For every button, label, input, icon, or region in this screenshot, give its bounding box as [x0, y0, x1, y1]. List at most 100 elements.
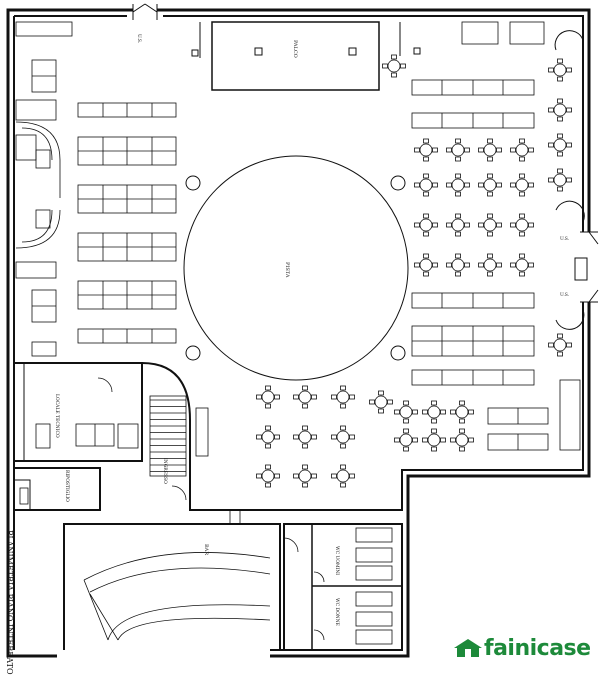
chair [455, 173, 461, 179]
chair [487, 213, 493, 219]
chair [403, 428, 409, 434]
chair [340, 403, 346, 409]
chair [487, 138, 493, 144]
chair [265, 425, 271, 431]
chair [519, 271, 525, 277]
chair [331, 394, 337, 400]
chair [478, 147, 484, 153]
round-table [553, 63, 567, 77]
chair [274, 434, 280, 440]
exit-markers [132, 3, 599, 330]
chair [487, 271, 493, 277]
left-booths [15, 21, 73, 357]
round-table [553, 103, 567, 117]
stage [191, 21, 421, 91]
right-table-grid [411, 21, 581, 451]
round-table [483, 258, 497, 272]
ripostiglio-label: RIPOSTIGLIO [64, 470, 70, 502]
chair [487, 173, 493, 179]
chair [349, 473, 355, 479]
chair [340, 464, 346, 470]
chair [487, 231, 493, 237]
round-table [336, 390, 350, 404]
chair [302, 464, 308, 470]
chair [450, 437, 456, 443]
chair [528, 262, 534, 268]
column [390, 345, 406, 361]
chair [274, 473, 280, 479]
chair [510, 262, 516, 268]
chair [423, 253, 429, 259]
chair [432, 262, 438, 268]
chair [423, 231, 429, 237]
chair [423, 173, 429, 179]
column [185, 175, 201, 191]
chair [431, 446, 437, 452]
round-table [336, 469, 350, 483]
chair [548, 67, 554, 73]
dance-floor-label: PISTA [284, 262, 290, 278]
chair [459, 418, 465, 424]
round-table [336, 430, 350, 444]
chair [455, 156, 461, 162]
chair [478, 182, 484, 188]
chair [274, 394, 280, 400]
chair [446, 262, 452, 268]
wc-donne-label: WC DONNE [334, 598, 340, 626]
chair [340, 443, 346, 449]
chair [519, 231, 525, 237]
chair [478, 222, 484, 228]
chair [265, 443, 271, 449]
bar-counter [83, 509, 299, 641]
stage-label: PALCO [292, 40, 298, 58]
chair [422, 409, 428, 415]
chair [431, 428, 437, 434]
chair [265, 385, 271, 391]
round-table [298, 469, 312, 483]
chair [557, 333, 563, 339]
chair [455, 253, 461, 259]
round-table [451, 218, 465, 232]
round-table [553, 173, 567, 187]
chair [496, 262, 502, 268]
inner-walls [13, 15, 584, 651]
chair [459, 446, 465, 452]
left-table-grid [77, 102, 177, 344]
chair [519, 213, 525, 219]
column [185, 345, 201, 361]
chair [340, 425, 346, 431]
chair [423, 271, 429, 277]
round-table [515, 143, 529, 157]
chair [265, 482, 271, 488]
chair [519, 191, 525, 197]
chair [293, 394, 299, 400]
chair [302, 385, 308, 391]
brand-logo: fainicase [452, 636, 591, 661]
chair [302, 443, 308, 449]
round-table [419, 178, 433, 192]
chair [464, 262, 470, 268]
round-table [261, 390, 275, 404]
chair [414, 182, 420, 188]
chair [446, 182, 452, 188]
chair [557, 151, 563, 157]
chair [519, 253, 525, 259]
exit-label-right-2: U.S. [560, 292, 570, 298]
round-table [399, 405, 413, 419]
chair [528, 222, 534, 228]
chair [431, 400, 437, 406]
chair [403, 400, 409, 406]
chair [468, 437, 474, 443]
chair [455, 271, 461, 277]
round-table [387, 59, 401, 73]
chair [450, 409, 456, 415]
round-table [451, 143, 465, 157]
chair [464, 222, 470, 228]
round-table [483, 143, 497, 157]
wc-uomini-label: WC UOMINI [334, 546, 340, 575]
chair [440, 437, 446, 443]
chair [293, 434, 299, 440]
chair [548, 342, 554, 348]
chair [519, 173, 525, 179]
